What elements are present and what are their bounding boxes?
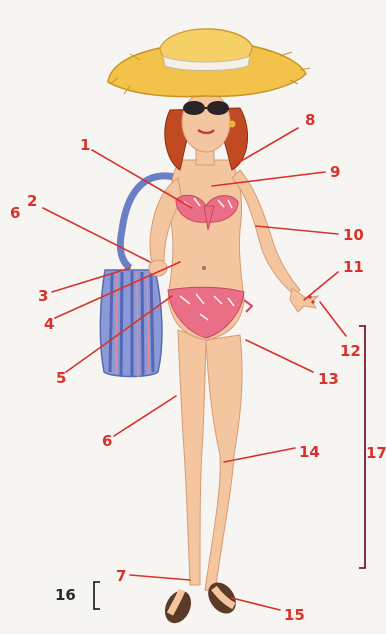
leg-right: [178, 330, 206, 585]
label-2: 2: [27, 192, 37, 210]
label-9: 9: [330, 163, 340, 181]
hand-right: [149, 260, 167, 276]
label-3: 3: [38, 287, 48, 305]
label-14: 14: [299, 443, 320, 461]
label-6b: 6: [102, 432, 112, 450]
label-6a: 6: [10, 204, 20, 222]
label-11: 11: [343, 258, 364, 276]
label-10: 10: [343, 226, 364, 244]
straw-hat: [108, 29, 310, 97]
label-16: 16: [55, 586, 76, 604]
tote-bag: [100, 270, 162, 377]
face: [182, 92, 230, 152]
label-5: 5: [56, 369, 66, 387]
leg-left: [205, 335, 242, 592]
label-7: 7: [116, 567, 126, 585]
label-15: 15: [284, 606, 305, 624]
flip-flops: [160, 577, 242, 627]
navel: [202, 266, 206, 270]
bracket-17: [359, 326, 365, 568]
label-12: 12: [340, 342, 361, 360]
label-4: 4: [44, 315, 54, 333]
label-13: 13: [318, 370, 339, 388]
arm-left: [232, 170, 300, 295]
label-8: 8: [305, 111, 315, 129]
figure-woman: [100, 29, 318, 627]
label-1: 1: [80, 136, 90, 154]
label-17: 17: [366, 444, 386, 462]
bracket-16: [94, 582, 100, 609]
